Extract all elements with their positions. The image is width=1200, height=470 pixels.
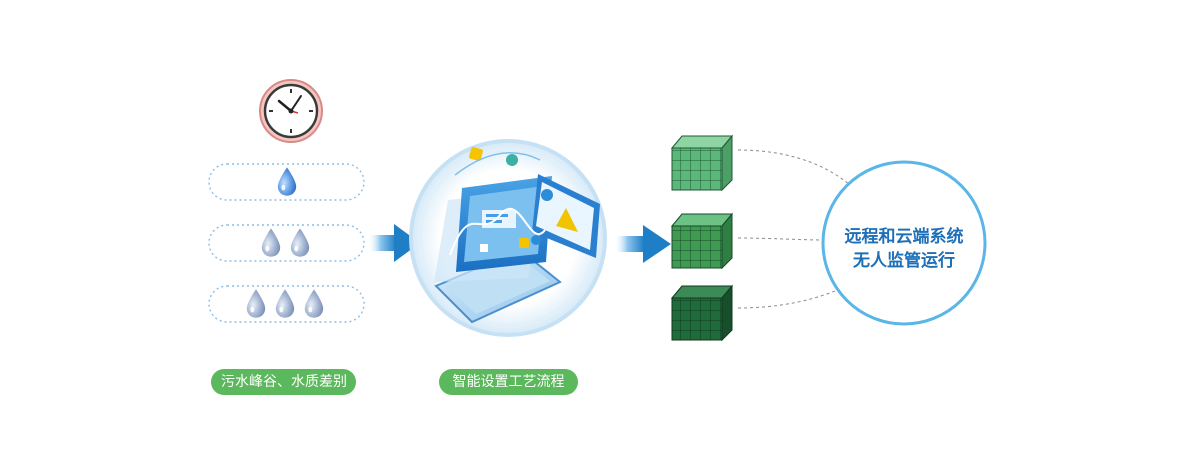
tank-cube-light (670, 134, 734, 192)
system-line-1: 远程和云端系统 (844, 227, 964, 247)
label-smart-process: 智能设置工艺流程 (439, 369, 578, 395)
connector-lines (737, 149, 851, 309)
water-drop-icon (275, 289, 295, 318)
laptop-icon (409, 139, 607, 337)
water-drop-icon (304, 289, 324, 318)
drop-row-3 (208, 285, 365, 323)
flow-arrow-1 (368, 224, 420, 262)
system-circle (821, 160, 987, 326)
system-line-2: 无人监管运行 (853, 251, 955, 271)
water-drop-icon (277, 167, 297, 196)
drop-row-2 (208, 224, 365, 262)
label-peak-valley: 污水峰谷、水质差别 (211, 369, 356, 395)
water-drop-icon (261, 228, 281, 257)
tank-cube-mid (670, 212, 734, 270)
system-text: 远程和云端系统 无人监管运行 (826, 225, 982, 273)
flow-arrow-2 (614, 225, 671, 263)
water-drop-icon (246, 289, 266, 318)
clock-icon (259, 79, 323, 143)
water-drop-icon (290, 228, 310, 257)
tank-cube-dark (670, 284, 734, 342)
drop-row-1 (208, 163, 365, 201)
